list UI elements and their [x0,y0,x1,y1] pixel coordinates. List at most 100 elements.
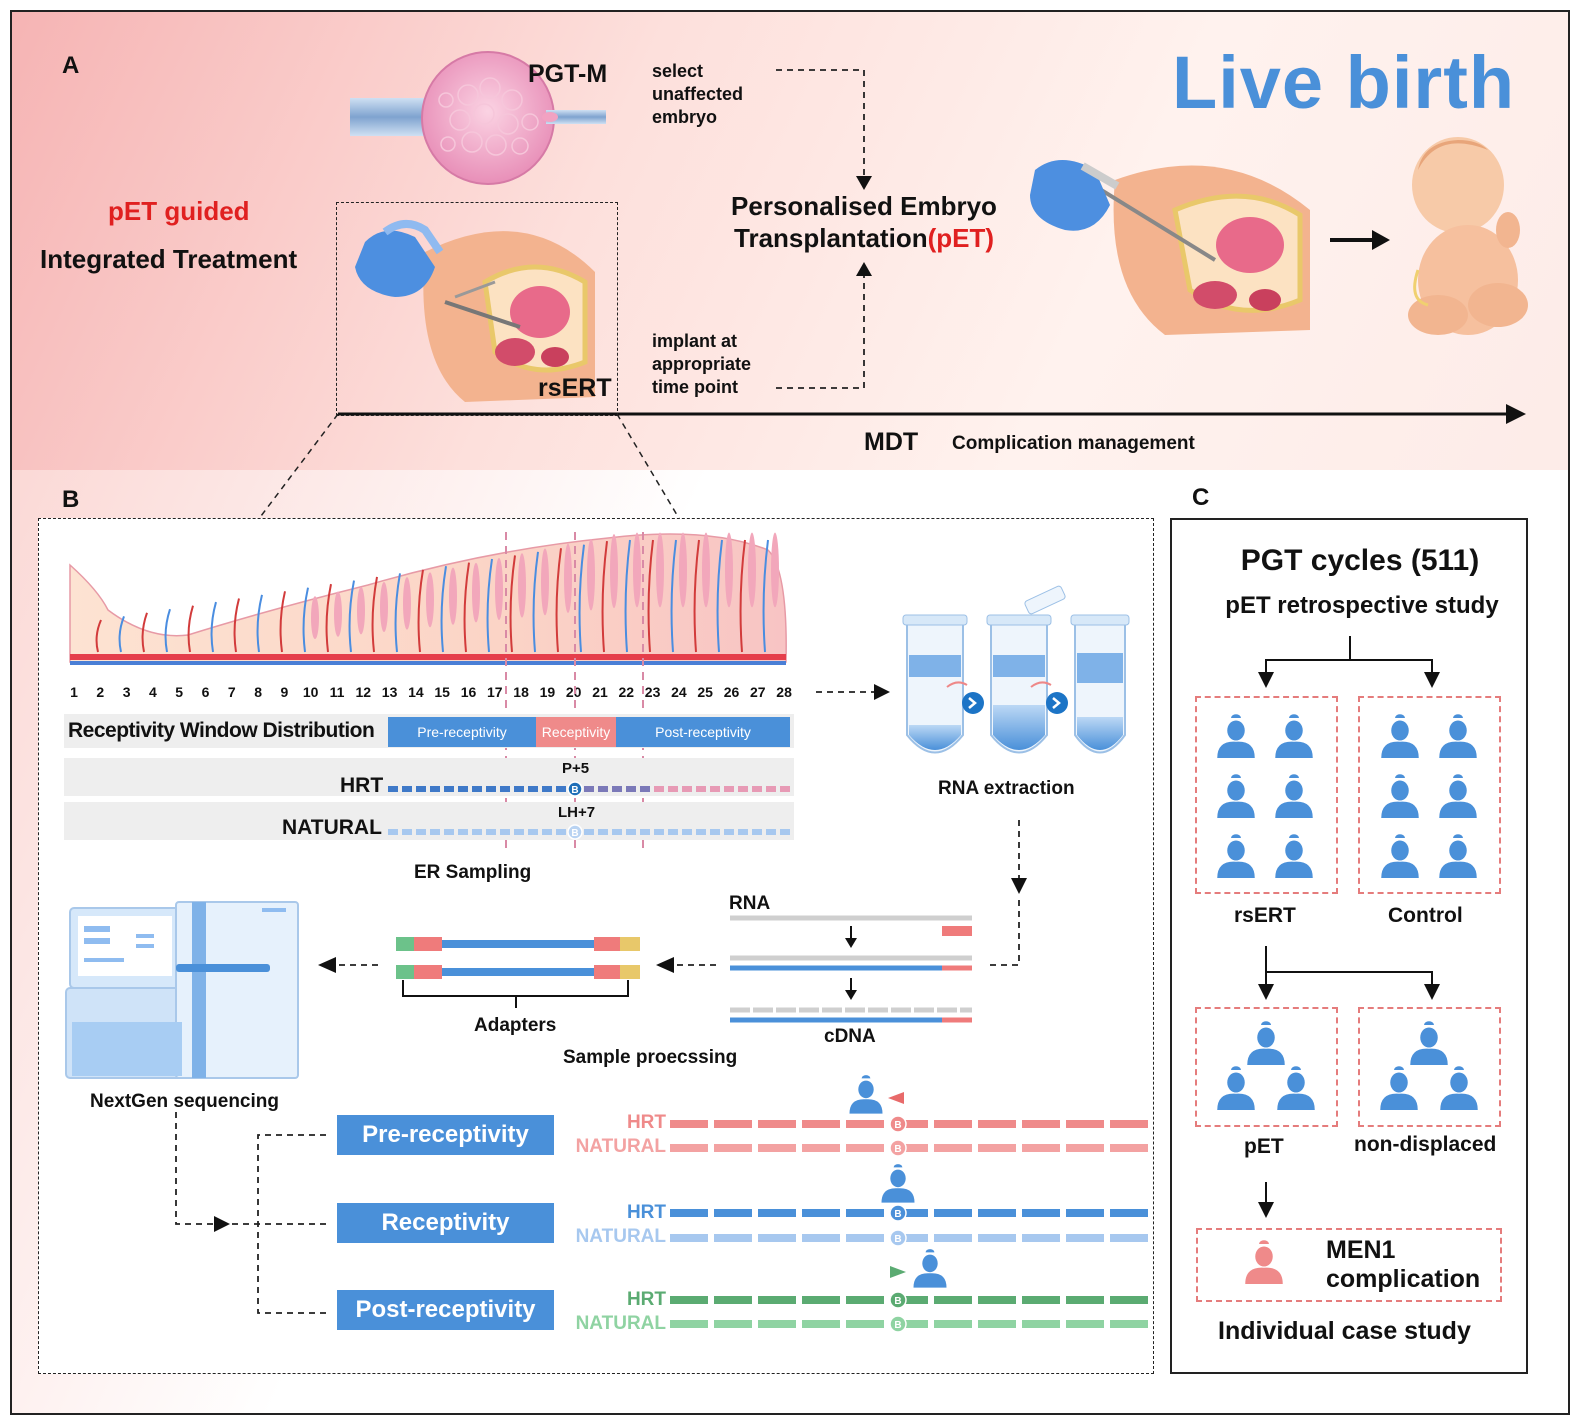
rsert-procedure-illustration [355,220,595,402]
gland [679,532,687,608]
timeline-dash [542,786,552,792]
vessel [555,548,562,653]
day-number: 23 [644,684,661,700]
sampling-marker-label: B [571,828,578,839]
day-number: 8 [254,684,262,700]
embryo-illustration [350,51,606,185]
transplantation-word: Transplantation [734,223,928,253]
gland [426,572,434,628]
timeline-dash [388,786,398,792]
timeline-dash [682,829,692,835]
gland [334,591,342,637]
pgt-cycles-label: PGT cycles (511) [1240,544,1480,577]
timeline-dash [654,786,664,792]
timeline-dash [724,829,734,835]
day-number: 3 [122,684,131,700]
person-icon [849,1075,883,1114]
person-icon [1380,1066,1418,1110]
panel-c-letter: C [1192,484,1210,511]
day-number: 24 [671,684,687,700]
result-dash [846,1120,884,1128]
day-number: 25 [697,684,713,700]
timeline-dash [780,829,790,835]
timeline-dash [710,829,720,835]
rec-hrt-label: HRT [626,1202,666,1223]
day-number: 6 [201,684,210,700]
result-dash [714,1234,752,1242]
vessel [325,583,332,653]
day-number: 26 [723,684,740,700]
gland [564,543,572,613]
timeline-dash [486,786,496,792]
result-dash [758,1209,796,1217]
gland [702,532,710,608]
result-dash [802,1234,840,1242]
timeline-dash [766,786,776,792]
timeline-dash [598,786,608,792]
result-dash [1066,1296,1104,1304]
vessel [578,544,585,653]
result-dash [758,1296,796,1304]
endometrium-cycle-illustration [69,532,787,665]
result-marker-label: B [894,1320,901,1331]
post-hrt-label: HRT [626,1289,666,1310]
vessel [601,540,608,653]
timeline-dash [738,829,748,835]
person-icon [1275,834,1313,878]
vessel [210,601,217,653]
day-number: 5 [175,684,184,700]
timeline-dash [528,829,538,835]
result-dash [758,1320,796,1328]
select-line-3: embryo [652,107,718,127]
vessel [624,539,631,653]
vessel [532,551,539,653]
result-post-receptivity: Post-receptivity [337,1290,554,1330]
late-indicator-triangle [890,1266,906,1278]
result-dash [890,1296,928,1304]
vessel [463,562,470,653]
result-marker-label: B [894,1120,901,1131]
gland [472,562,480,623]
window-post-segment: Post-receptivity [616,717,790,747]
result-dash [714,1144,752,1152]
timeline-dash [444,829,454,835]
person-icon [1217,714,1255,758]
vessel [509,555,516,653]
timeline-dash [724,786,734,792]
result-marker-label: B [894,1209,901,1220]
result-dash [670,1234,708,1242]
gland [311,596,319,640]
gland [610,534,618,609]
pet-transplantation-label: Personalised Embryo Transplantation(pET) [716,190,1012,254]
cdna-label: cDNA [824,1026,876,1047]
rsert-group-box [1195,696,1338,894]
result-dash [934,1120,972,1128]
gland [541,548,549,616]
timeline-dash [444,786,454,792]
vessel [440,566,447,653]
result-dash [714,1320,752,1328]
men1-line-1: MEN1 [1326,1236,1396,1264]
result-dash [978,1296,1016,1304]
early-indicator-triangle [888,1092,904,1104]
timeline-dash [458,786,468,792]
result-dash [934,1144,972,1152]
vessel [256,594,263,653]
men1-line-2: complication [1326,1265,1481,1293]
person-icon [881,1164,915,1203]
rsert-box [336,202,618,416]
person-icon [1217,834,1255,878]
timeline-dash [500,829,510,835]
result-marker [889,1139,907,1157]
select-line-1: select [652,61,704,81]
person-icon [1381,774,1419,818]
result-marker [889,1291,907,1309]
vessel [417,569,424,653]
panel-a-letter: A [62,52,80,79]
nondisplaced-group-box [1358,1007,1501,1127]
er-sampling-label: ER Sampling [414,862,532,883]
pet-group-box [1195,1007,1338,1127]
timeline-dash [612,786,622,792]
